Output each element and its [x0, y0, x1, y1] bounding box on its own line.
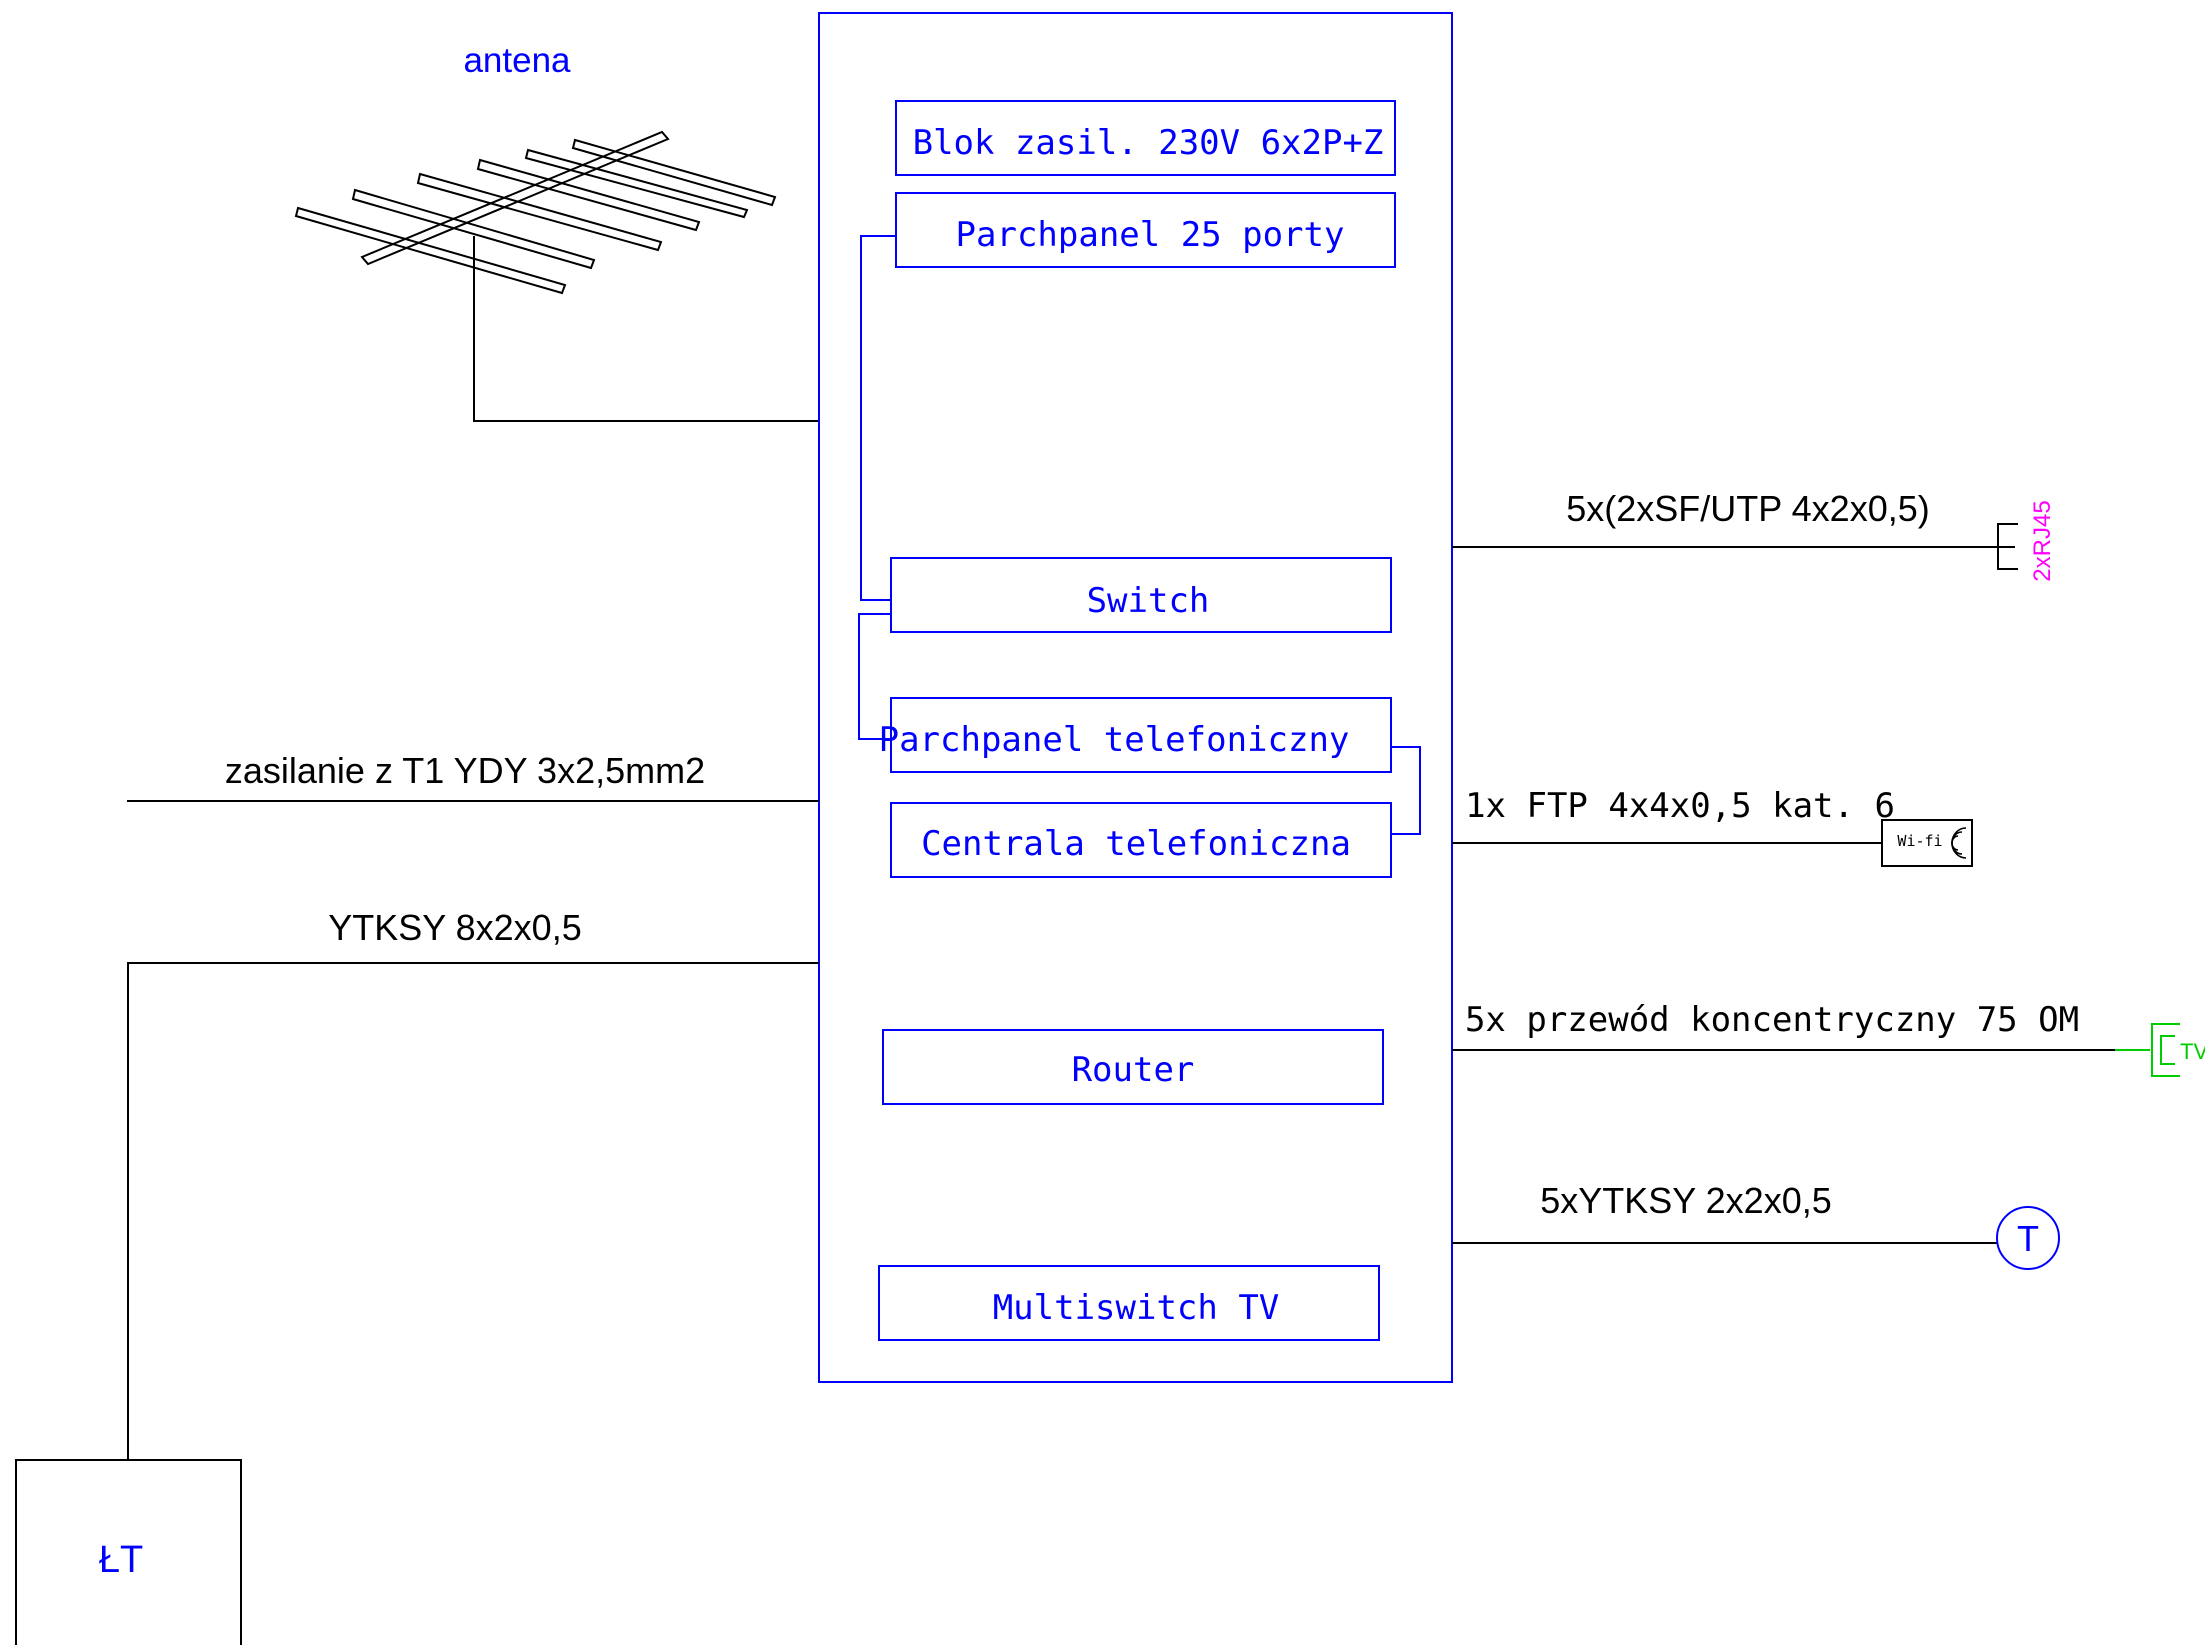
- module-power-block-label: Blok zasil. 230V 6x2P+Z: [913, 123, 1384, 163]
- module-phone-exchange-label: Centrala telefoniczna: [921, 824, 1351, 864]
- cable-utp-label: 5x(2xSF/UTP 4x2x0,5): [1566, 488, 1929, 529]
- module-multiswitch: Multiswitch TV: [878, 1265, 1380, 1341]
- cable-utp-line: [1452, 523, 2018, 570]
- cable-coax-label: 5x przewód koncentryczny 75 OM: [1465, 1000, 2079, 1040]
- phone-terminal: T: [1996, 1206, 2060, 1270]
- module-switch: Switch: [890, 557, 1392, 633]
- wifi-terminal-label: Wi-fi: [1897, 832, 1942, 850]
- module-phone-patchpanel: Parchpanel telefoniczny: [879, 697, 1392, 773]
- cable-ytksy-line: [127, 962, 819, 1460]
- cable-ytksy-label: YTKSY 8x2x0,5: [328, 907, 581, 948]
- module-power-block: Blok zasil. 230V 6x2P+Z: [895, 100, 1396, 176]
- tv-socket-icon: [2151, 1023, 2180, 1077]
- tv-terminal-label: TV: [2180, 1039, 2205, 1064]
- phone-terminal-label: T: [2017, 1218, 2039, 1259]
- module-router-label: Router: [1072, 1050, 1195, 1090]
- wifi-terminal: Wi-fi: [1881, 819, 1973, 867]
- lt-box-label: ŁT: [99, 1539, 143, 1581]
- wifi-icon: [1951, 827, 1967, 859]
- cabinet-box: [818, 12, 1453, 1383]
- module-switch-label: Switch: [1087, 581, 1210, 621]
- module-patchpanel: Parchpanel 25 porty: [895, 192, 1396, 268]
- antenna-icon: [294, 130, 819, 422]
- module-multiswitch-label: Multiswitch TV: [993, 1288, 1280, 1328]
- module-patchpanel-label: Parchpanel 25 porty: [956, 215, 1345, 255]
- module-router: Router: [882, 1029, 1384, 1105]
- lt-box: ŁT: [15, 1459, 242, 1645]
- module-phone-exchange: Centrala telefoniczna: [890, 802, 1392, 878]
- cable-phone-label: 5xYTKSY 2x2x0,5: [1540, 1180, 1832, 1221]
- internal-wiring: [858, 235, 1421, 835]
- antenna-label: antena: [463, 41, 571, 80]
- module-phone-patchpanel-label: Parchpanel telefoniczny: [879, 720, 1350, 760]
- tv-terminal: TV: [2151, 1023, 2205, 1077]
- cable-power-label: zasilanie z T1 YDY 3x2,5mm2: [225, 750, 705, 791]
- rj45-terminal-label: 2xRJ45: [2029, 500, 2056, 581]
- phone-socket-icon: [1996, 1206, 2060, 1270]
- cable-ftp-label: 1x FTP 4x4x0,5 kat. 6: [1465, 786, 1895, 826]
